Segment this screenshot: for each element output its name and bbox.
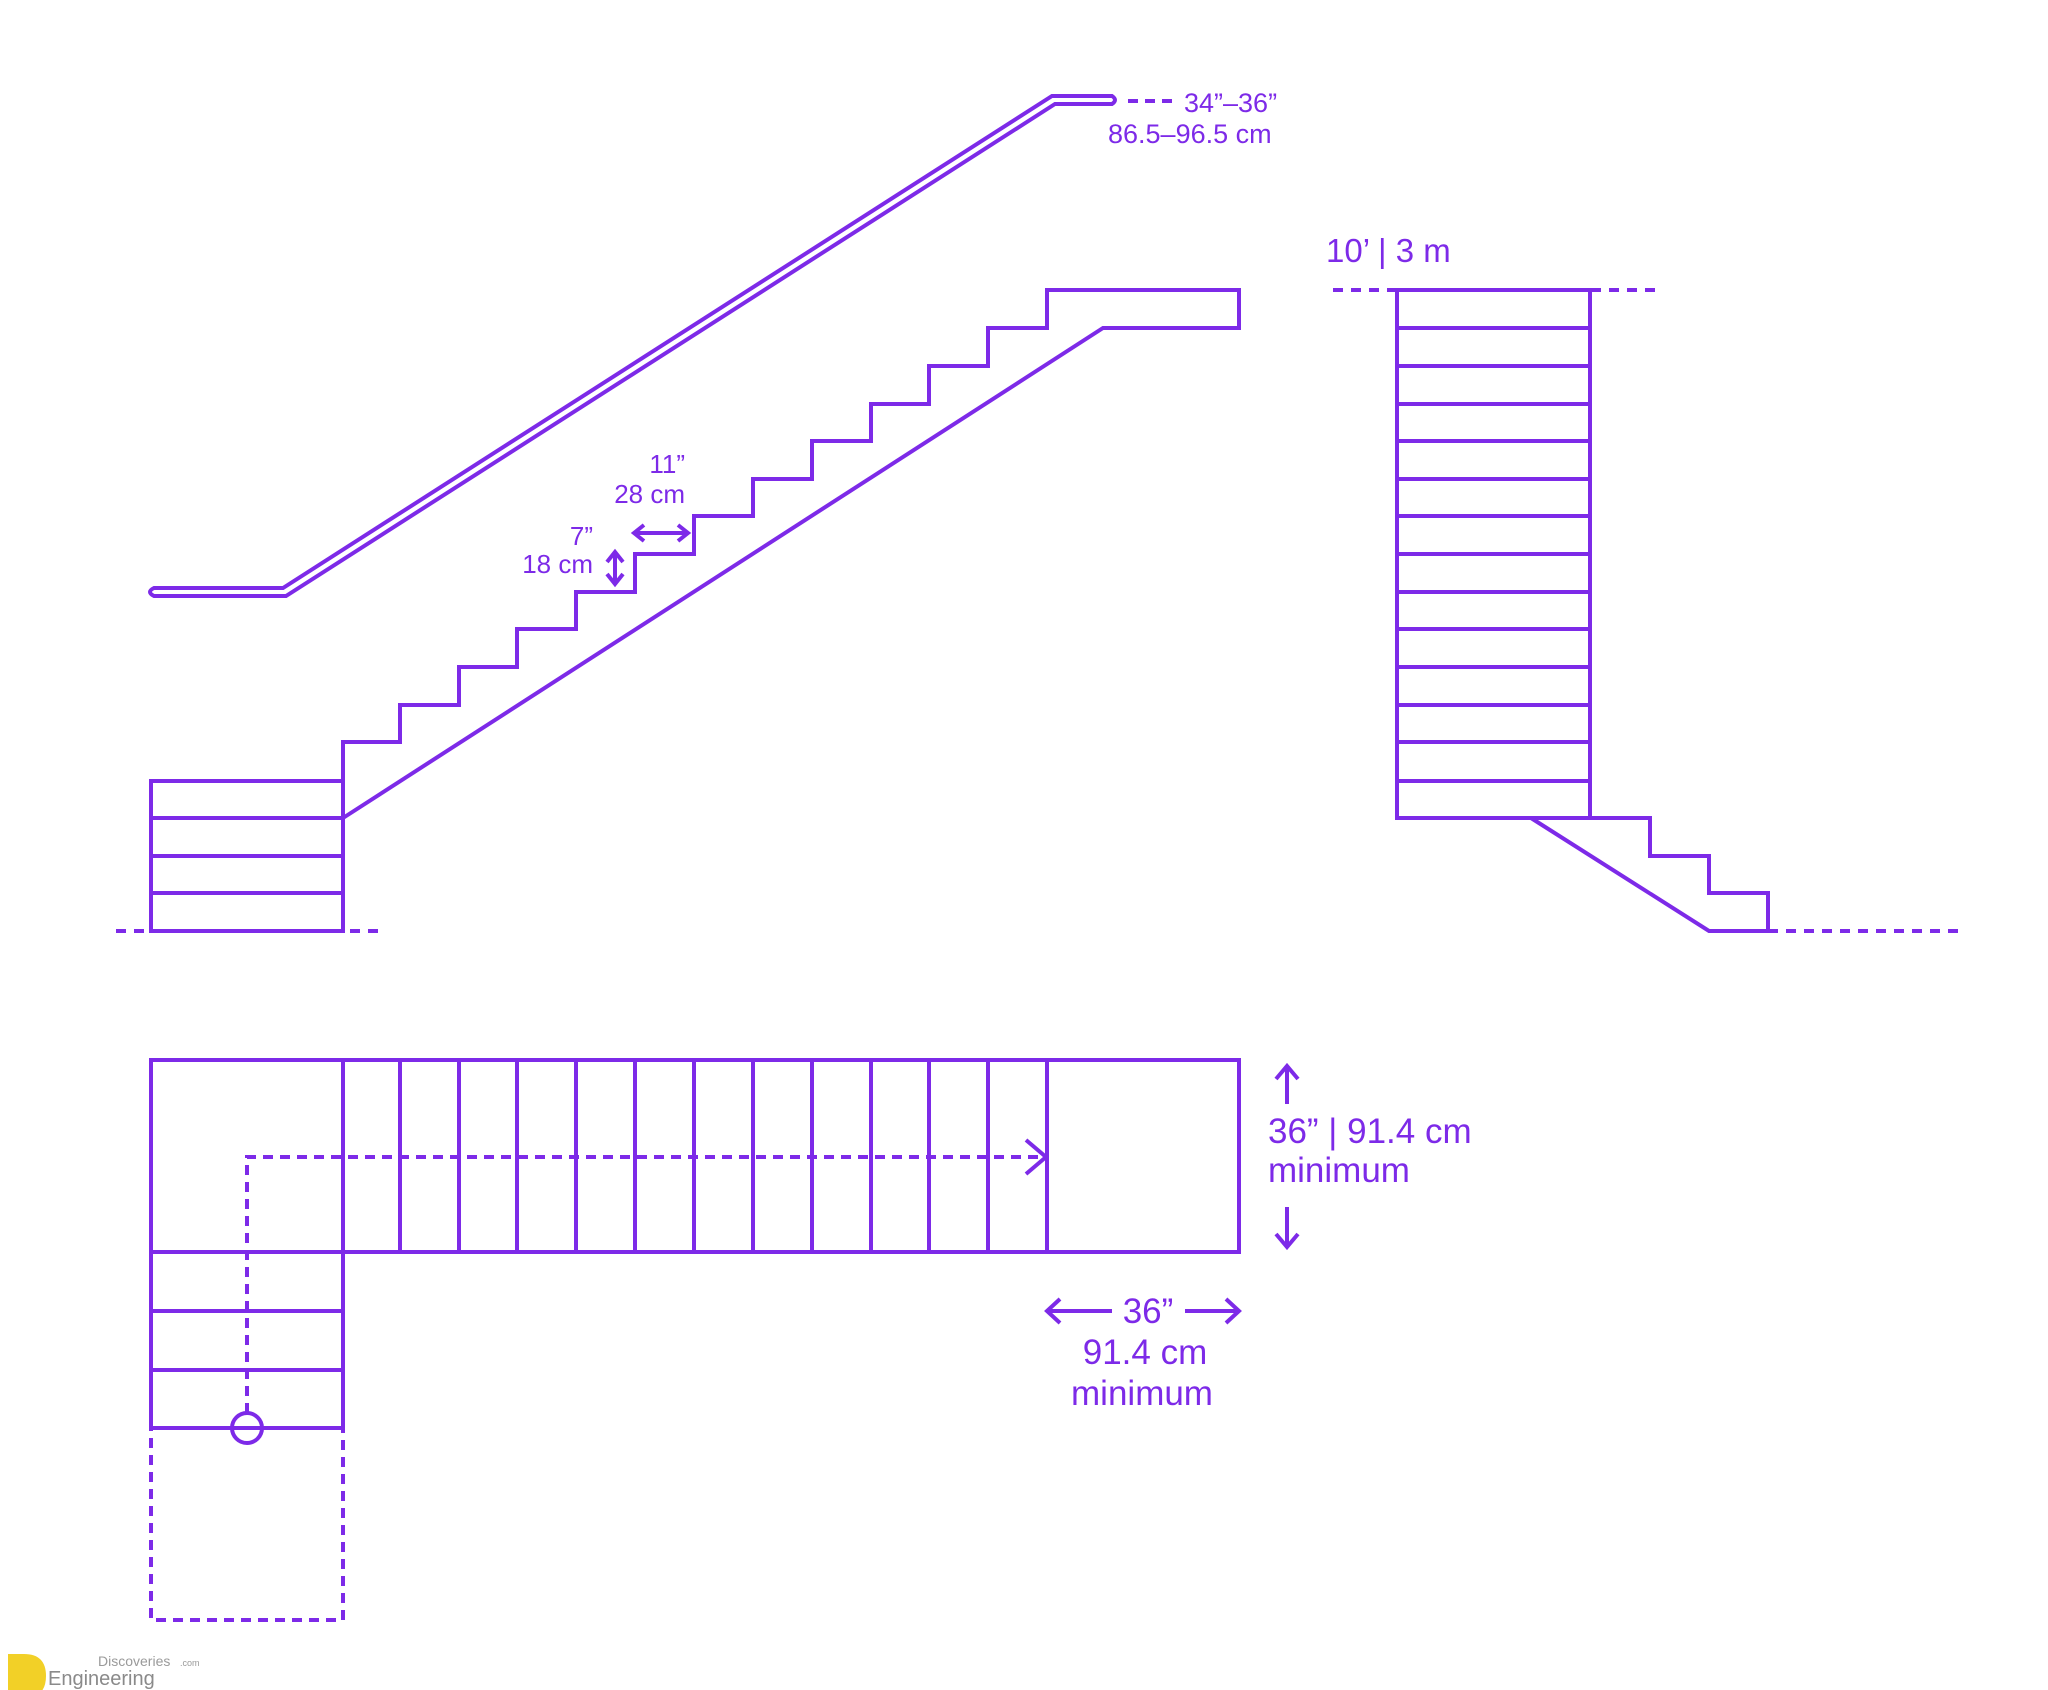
stair-width-note: minimum <box>1268 1151 1410 1190</box>
riser-arrow <box>605 548 625 588</box>
front-lower-steps <box>1529 781 1770 933</box>
plan-view <box>149 1058 1300 1622</box>
riser-height-imperial: 7” <box>570 521 593 551</box>
width-arrow <box>1274 1062 1300 1251</box>
front-elevation <box>1333 288 1962 933</box>
tread-arrow <box>630 523 692 543</box>
landing-arrow <box>1044 1297 1242 1325</box>
landing-depth-metric: 91.4 cm <box>1083 1333 1208 1372</box>
tread-depth-imperial: 11” <box>649 449 685 479</box>
logo-top-text: Discoveries <box>98 1653 170 1669</box>
logo-bottom-text: Engineering <box>48 1668 155 1690</box>
landing-depth-note: minimum <box>1071 1374 1213 1413</box>
headroom-label: 10’ | 3 m <box>1326 232 1451 269</box>
riser-height-metric: 18 cm <box>522 549 593 579</box>
stair-width-label: 36” | 91.4 cm <box>1268 1112 1472 1151</box>
walk-line-arrowhead <box>1024 1138 1050 1176</box>
landing-depth-imperial: 36” <box>1123 1292 1174 1331</box>
logo-top-suffix: .com <box>180 1658 200 1668</box>
walk-line <box>245 1155 1046 1413</box>
plan-clearance-zone <box>149 1426 345 1622</box>
tread-depth-metric: 28 cm <box>614 479 685 509</box>
handrail-height-metric: 86.5–96.5 cm <box>1108 119 1272 149</box>
site-logo: Discoveries .com Engineering <box>8 1653 200 1690</box>
logo-mark <box>8 1654 46 1690</box>
side-elevation <box>116 94 1241 933</box>
handrail <box>148 94 1117 598</box>
main-flight-steps <box>341 288 1241 820</box>
handrail-height-imperial: 34”–36” <box>1184 88 1277 118</box>
